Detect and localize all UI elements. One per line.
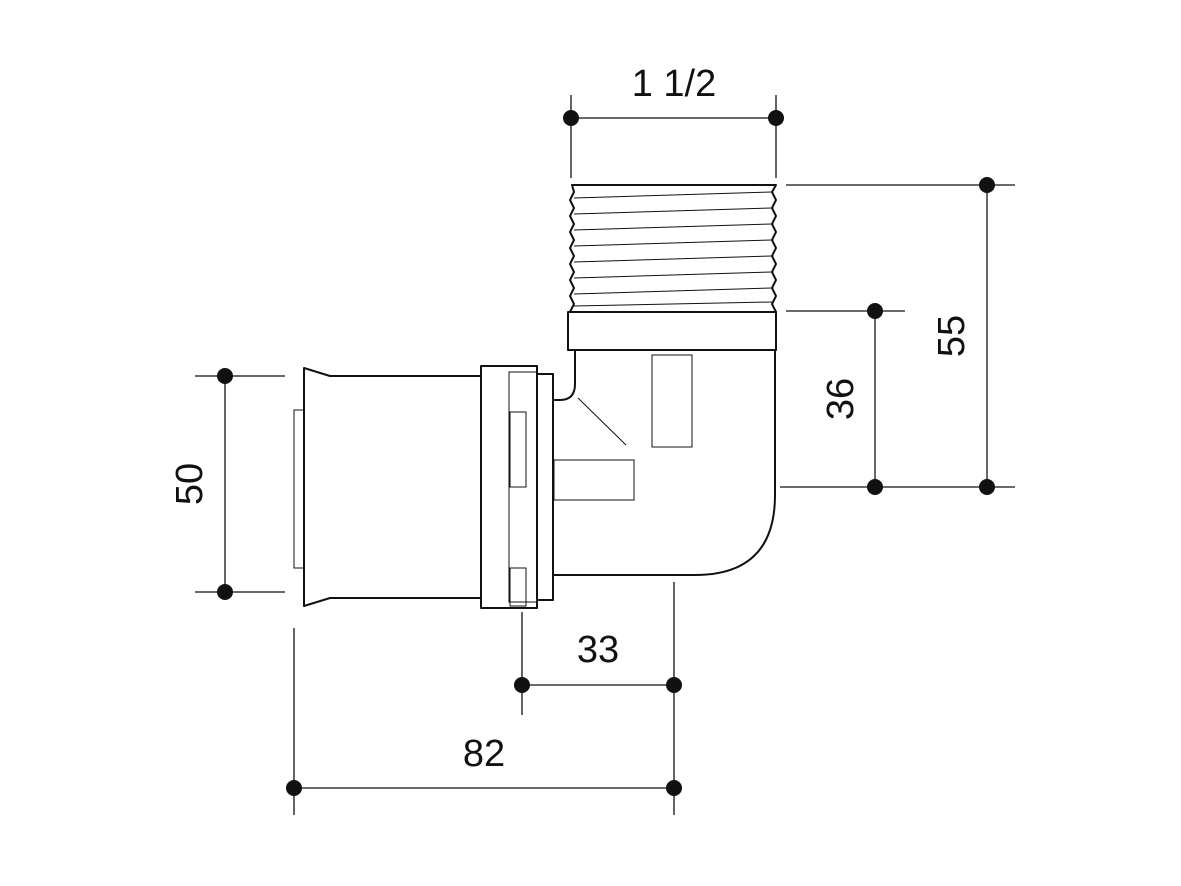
dimension-dot — [768, 110, 784, 126]
label-thread-size: 1 1/2 — [632, 63, 717, 105]
dimension-dot — [666, 780, 682, 796]
body-inner-diagonal — [577, 397, 627, 446]
label-thread-offset: 36 — [820, 378, 862, 420]
dimension-dot — [666, 677, 682, 693]
dimension-thread-offset: 36 — [820, 303, 883, 495]
fitting-outline — [293, 184, 777, 609]
label-total-length: 82 — [463, 733, 505, 775]
dimension-total-length: 82 — [286, 733, 682, 796]
dimension-thread-height: 55 — [931, 177, 995, 495]
sleeve-inner-edge — [293, 409, 305, 569]
press-sleeve — [303, 367, 485, 607]
dimension-dot — [979, 177, 995, 193]
label-thread-height: 55 — [931, 315, 973, 357]
dimension-pipe-diameter: 50 — [169, 368, 233, 600]
dimension-thread-size: 1 1/2 — [563, 63, 784, 126]
dimension-body-length: 33 — [514, 629, 682, 693]
label-body-length: 33 — [577, 629, 619, 671]
collar-window-bottom — [509, 567, 527, 607]
dimension-dot — [514, 677, 530, 693]
thread-lines — [573, 191, 773, 307]
dimension-dot — [217, 368, 233, 384]
dimension-dot — [563, 110, 579, 126]
dimension-dot — [286, 780, 302, 796]
dimension-dot — [867, 303, 883, 319]
dimension-dot — [979, 479, 995, 495]
dimension-dot — [217, 584, 233, 600]
collar-lip — [536, 373, 554, 601]
collar-window-top — [509, 411, 527, 488]
elbow-body — [541, 349, 776, 576]
thread-collar — [567, 311, 777, 351]
body-inner-window — [651, 354, 693, 448]
label-pipe-diameter: 50 — [169, 463, 211, 505]
dimension-dot — [867, 479, 883, 495]
